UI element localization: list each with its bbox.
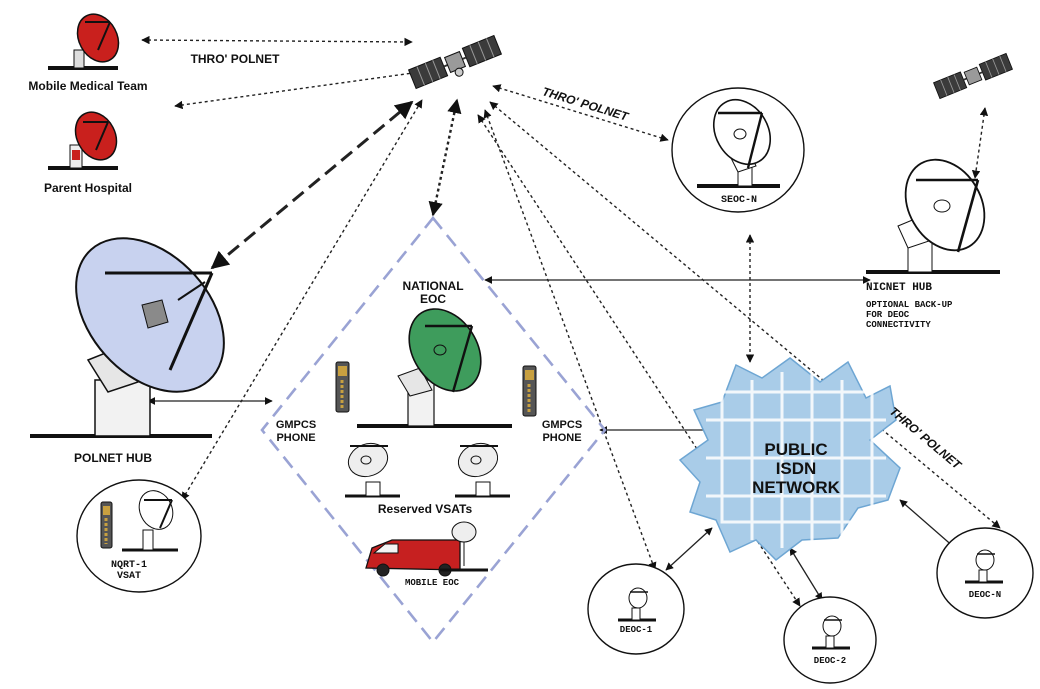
thro-polnet-label: THRO' POLNET — [190, 52, 280, 66]
mobile-medical-team-dish-icon — [48, 13, 120, 70]
gmpcs-phone-label: GMPCS PHONE — [541, 419, 583, 444]
links — [141, 35, 1001, 607]
national-eoc-dish-icon — [357, 308, 512, 428]
satellite-icon — [407, 34, 503, 90]
link-eoc-satellite — [428, 98, 462, 217]
gmpcs-phone-label: GMPCS PHONE — [275, 419, 317, 444]
seoc-dish-icon — [697, 99, 780, 188]
link-deocn-satellite — [489, 101, 1001, 529]
deoc-n-label: DEOC-N — [968, 590, 1002, 600]
mobile-medical-team-label: Mobile Medical Team — [28, 79, 148, 93]
nicnet-hub-note: OPTIONAL BACK-UP FOR DEOC CONNECTIVITY — [866, 300, 953, 330]
link-mmt-satellite — [141, 35, 413, 47]
polnet-hub-dish-icon — [30, 237, 225, 438]
reserved-vsat-dish-icon — [345, 442, 400, 498]
link-isdn-deoc2 — [789, 547, 823, 601]
link-isdn-deoc1 — [665, 527, 713, 571]
reserved-vsat-dish-icon — [455, 442, 510, 498]
deoc1-dish-icon — [618, 587, 656, 622]
link-deoc1-satellite — [483, 109, 657, 571]
seoc-n-label: SEOC-N — [720, 195, 757, 206]
mobile-eoc-label: MOBILE EOC — [404, 578, 459, 588]
link-isdn-deocn — [899, 499, 956, 549]
link-seoc-satellite — [492, 84, 669, 142]
nicnet-hub-label: NICNET HUB — [866, 282, 933, 294]
gmpcs-phone-icon — [100, 501, 113, 549]
reserved-vsats-label: Reserved VSATs — [377, 502, 473, 516]
link-hospital-satellite — [174, 68, 421, 110]
parent-hospital-dish-icon — [48, 111, 118, 170]
mobile-eoc-van-icon — [365, 521, 488, 577]
gmpcs-phone-icon — [335, 361, 350, 413]
national-eoc-label: NATIONAL EOC — [402, 279, 464, 306]
deocn-dish-icon — [965, 549, 1003, 584]
parent-hospital-label: Parent Hospital — [43, 181, 133, 195]
link-polnethub-satellite — [210, 100, 414, 270]
satellite-icon — [933, 52, 1013, 100]
nqrt-vsat-label: NQRT-1 VSAT — [110, 560, 147, 582]
deoc2-dish-icon — [812, 615, 850, 650]
polnet-hub-label: POLNET HUB — [74, 451, 152, 465]
public-isdn-network-shape — [678, 357, 901, 561]
nicnet-hub-dish-icon — [866, 158, 1000, 274]
public-isdn-network-label: PUBLIC ISDN NETWORK — [752, 440, 840, 497]
link-nicnet-satellite2 — [971, 107, 989, 179]
nqrt-vsat-dish-icon — [122, 490, 178, 552]
gmpcs-phone-icon — [522, 365, 537, 417]
deoc-1-label: DEOC-1 — [619, 625, 653, 635]
national-eoc-boundary — [260, 215, 607, 645]
deoc-2-label: DEOC-2 — [813, 656, 847, 666]
